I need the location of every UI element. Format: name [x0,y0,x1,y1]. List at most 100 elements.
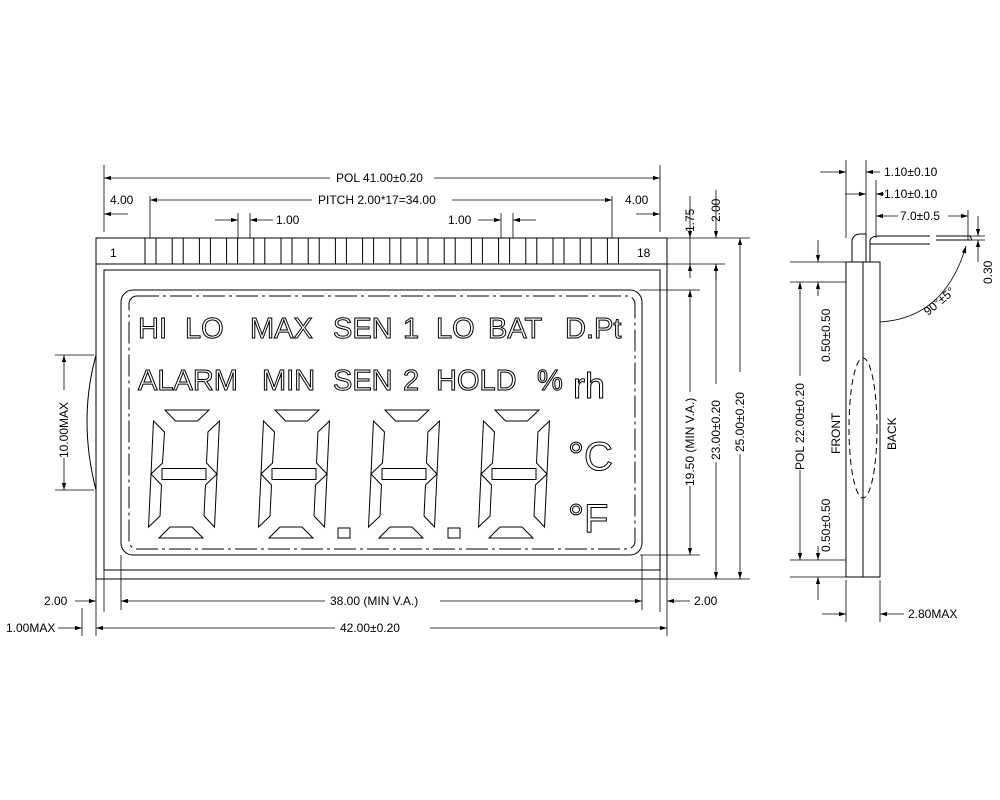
decimal-point [447,527,461,539]
dim-1-75: 1.75 [683,208,697,232]
lcd-row-1: HI LO MAX SEN 1 LO BAT D.Pt [138,313,622,346]
dim-left-height: 10.00MAX [57,402,71,458]
pin-8 [334,237,347,265]
glass-outline [95,237,668,580]
digit-2-segment-3 [316,419,331,476]
seg-min: MIN [262,365,315,397]
digit-2-segment-5 [257,472,272,529]
digit-4-segment-7 [487,526,535,539]
dim-va-width: 38.00 (MIN V.A.) [330,594,418,608]
digit-3-segment-3 [426,419,441,476]
pin-17 [579,237,592,265]
pin-last-label: 18 [637,246,651,260]
side-view: 1.10±0.10 1.10±0.10 7.0±0.5 0.30 90°±5° … [790,160,995,622]
pin-4 [226,237,239,265]
digit-3-segment-5 [367,472,382,529]
dim-pin-width-right: 1.00 [448,213,472,227]
pin-3 [198,237,211,265]
digit-3 [367,409,461,539]
dim-total-width: 42.00±0.20 [340,621,400,635]
dim-bottom-1max: 1.00MAX [6,621,55,635]
pin-9 [362,237,375,265]
digit-2-segment-6 [313,472,328,529]
label-front: FRONT [829,412,843,454]
seg-dpt: D.Pt [565,313,621,345]
seven-segment-digits [147,409,551,539]
dim-height-va: 19.50 (MIN V.A.) [683,398,697,486]
dim-height-total: 25.00±0.20 [733,392,747,452]
dim-side-pin-len: 7.0±0.5 [900,209,940,223]
digit-1-segment-6 [203,472,218,529]
digit-3-segment-1 [383,409,431,422]
seg-lo: LO [185,313,224,345]
digit-2-segment-2 [260,419,275,476]
pin-14 [498,237,511,265]
digit-4 [477,409,551,539]
dim-2-00-top: 2.00 [709,198,723,222]
seg-alarm: ALARM [138,365,238,397]
pin-12 [443,237,456,265]
digit-4-segment-2 [480,419,495,476]
pin-18 [606,237,619,265]
seg-rh: rh [573,365,605,406]
pin-7 [307,237,320,265]
pin-16 [552,237,565,265]
dim-side-pin-thickness: 0.30 [981,260,995,284]
pins [144,237,619,265]
dim-side-t1: 1.10±0.10 [884,165,938,179]
pin-11 [416,237,429,265]
digit-4-segment-6 [533,472,548,529]
side-pin [851,233,973,262]
digit-4-segment-5 [477,472,492,529]
dim-left-offset: 4.00 [110,193,134,207]
pin-2 [171,237,184,265]
seg-percent: % [537,365,563,397]
unit-celsius: °C [568,435,613,479]
dim-height-glass: 23.00±0.20 [709,400,723,460]
digit-2-segment-7 [267,526,315,539]
digit-4-segment-4 [491,468,537,480]
digit-1-segment-1 [163,409,211,422]
dim-side-thickness: 2.80MAX [908,607,957,621]
pin-15 [525,237,538,265]
seg-max: MAX [250,313,313,345]
pin-10 [389,237,402,265]
digit-2-segment-1 [273,409,321,422]
decimal-point [337,527,351,539]
digit-1-segment-7 [157,526,205,539]
seg-hi: HI [138,313,167,345]
pin-5 [253,237,266,265]
digit-1-segment-3 [206,419,221,476]
pin-1 [144,237,157,265]
digit-1-segment-5 [147,472,162,529]
dim-side-t2: 1.10±0.10 [884,187,938,201]
polarizer-outline [103,269,661,571]
side-seal [848,357,878,499]
digit-2 [257,409,351,539]
digit-3-segment-2 [370,419,385,476]
digit-1-segment-2 [150,419,165,476]
digit-2-segment-4 [271,468,317,480]
seg-sen2: SEN [333,365,393,397]
dim-bottom-right-2: 2.00 [694,594,718,608]
dim-bottom-left-2: 2.00 [44,594,68,608]
seg-lo2: LO [436,313,475,345]
left-curve [86,354,97,491]
digit-1 [147,409,221,539]
viewing-area [120,289,643,556]
label-back: BACK [885,417,899,450]
digit-3-segment-7 [377,526,425,539]
seg-sen: SEN [333,313,393,345]
dim-right-offset: 4.00 [625,193,649,207]
dim-pitch: PITCH 2.00*17=34.00 [318,193,436,207]
seg-hold: HOLD [436,365,517,397]
dim-pol-width: POL 41.00±0.20 [336,171,423,185]
active-area [128,295,636,550]
pin-first-label: 1 [110,246,117,260]
dim-side-gap-top: 0.50±0.50 [819,308,833,362]
dim-side-gap-bottom: 0.50±0.50 [819,498,833,552]
digit-3-segment-6 [423,472,438,529]
unit-fahrenheit: °F [568,497,608,541]
dim-side-angle: 90°±5° [921,284,958,318]
